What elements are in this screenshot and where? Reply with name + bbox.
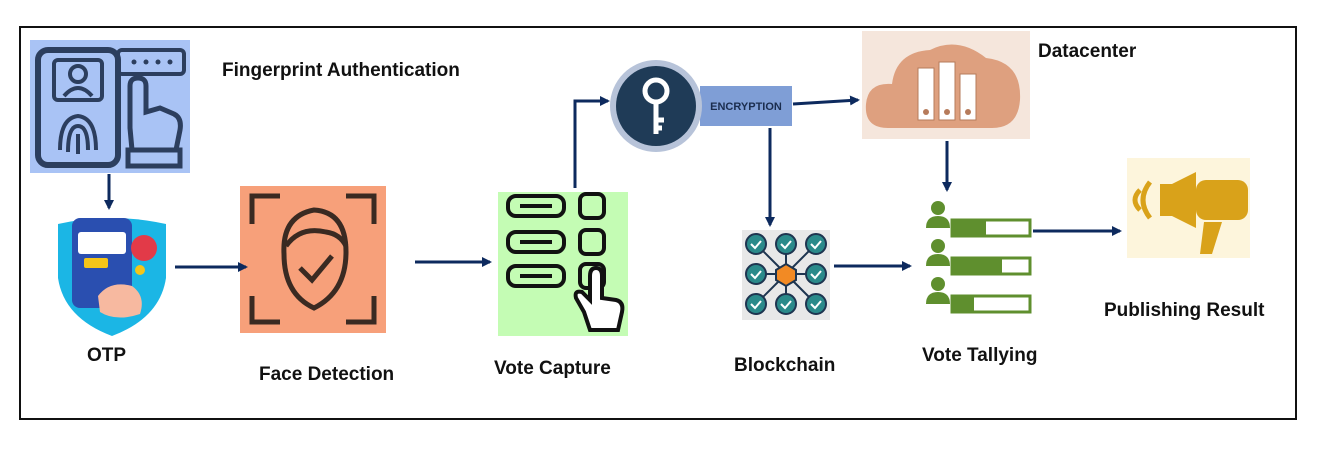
vote-tallying-label: Vote Tallying [922,345,1038,366]
fingerprint-label: Fingerprint Authentication [222,60,460,81]
cloud-server-icon [862,31,1030,139]
face-detection-label: Face Detection [259,364,395,385]
flow-arrows [104,95,1122,272]
blockchain-label: Blockchain [734,355,836,376]
otp-phone-icon [58,218,166,336]
ballot-touch-icon [498,192,628,336]
datacenter-label: Datacenter [1038,41,1137,62]
key-icon [610,60,792,152]
vote-capture-label: Vote Capture [494,358,611,379]
arrow-vote-to-encryption [573,96,610,188]
diagram-frame [19,26,1297,420]
encryption-tag-label: ENCRYPTION [710,101,782,113]
fingerprint-scanner-icon [30,40,190,173]
otp-label: OTP [87,345,127,366]
leaderboard-icon [918,200,1032,316]
face-scan-icon [240,186,386,333]
arrow-encryption-to-datacenter [792,95,860,106]
megaphone-icon [1127,158,1250,258]
publishing-result-label: Publishing Result [1104,300,1265,321]
blockchain-network-icon [742,230,830,320]
